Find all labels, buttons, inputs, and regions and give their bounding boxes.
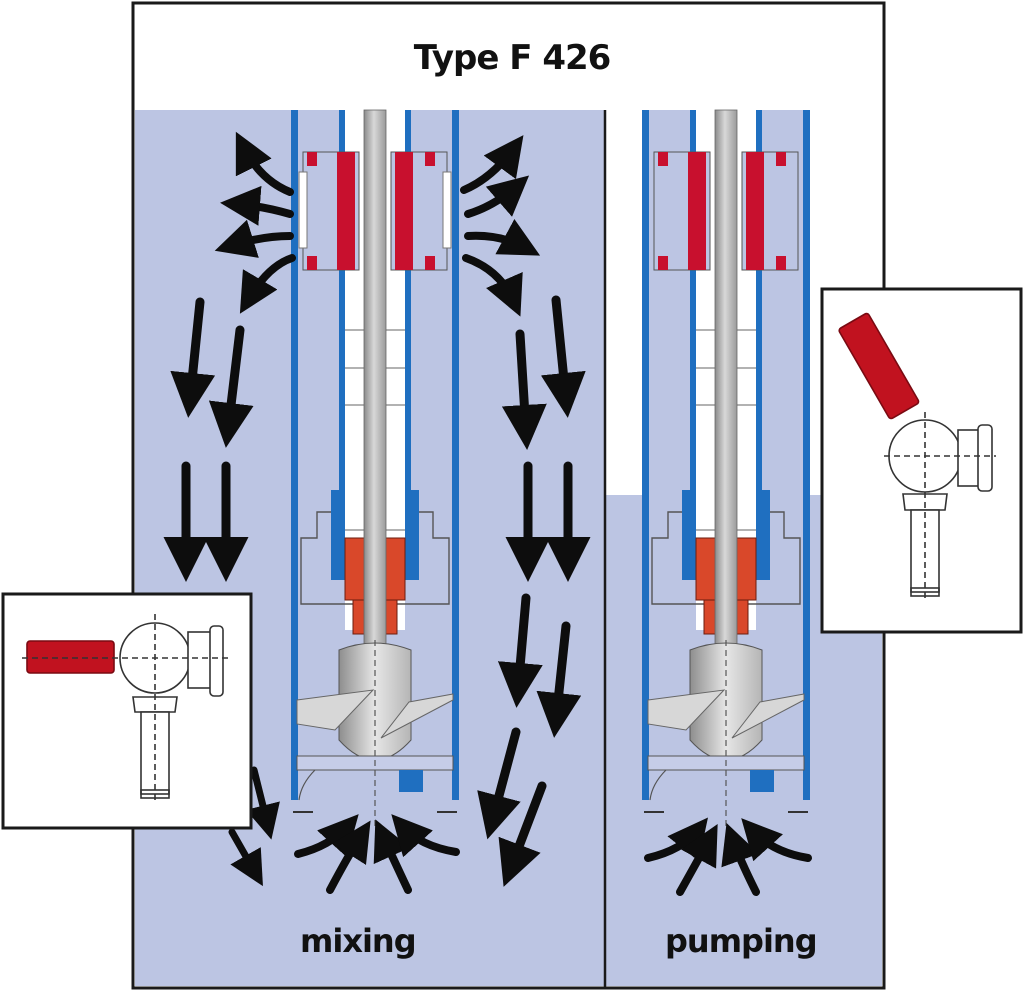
seal-cap: [776, 152, 786, 166]
flow-arrow: [462, 254, 523, 317]
valve-inset-mixing: [1, 592, 253, 830]
seal-cap: [425, 256, 435, 270]
flow-arrow: [741, 818, 812, 862]
outflow-port: [298, 171, 308, 249]
inner-tube-step: [762, 490, 770, 580]
valve-drawing: [22, 614, 230, 802]
valve-inset-pumping: [820, 287, 1023, 634]
flow-arrow: [220, 185, 294, 226]
diagram-title: Type F 426: [0, 38, 1024, 78]
flow-arrow: [477, 727, 521, 840]
panel-label-mixing: mixing: [300, 922, 417, 960]
impeller-blade: [296, 689, 375, 731]
flow-arrow: [326, 820, 371, 894]
diagram-title-text: Type F 426: [413, 38, 612, 78]
base-curve: [649, 769, 667, 801]
inner-tube-wall: [690, 110, 696, 580]
flow-arrow: [214, 219, 294, 258]
inner-tube-wall: [756, 110, 762, 580]
flow-arrow: [245, 766, 280, 840]
mixer-assembly-mixing: [291, 109, 459, 826]
flow-arrow: [391, 814, 460, 858]
drive-shaft: [714, 109, 738, 651]
seal-ring: [395, 152, 413, 270]
seal-cap: [425, 152, 435, 166]
outer-tube-wall: [642, 110, 649, 800]
mixer-assembly-pumping: [642, 109, 810, 826]
flow-arrow: [170, 297, 216, 418]
flow-arrow: [676, 823, 718, 896]
outer-tube-wall: [291, 110, 298, 800]
flow-arrow: [239, 254, 296, 314]
flow-arrow: [208, 325, 254, 448]
valve-drawing: [838, 312, 996, 600]
flow-arrow: [464, 219, 541, 256]
inner-tube-wall: [405, 110, 411, 580]
flow-arrow: [464, 175, 530, 218]
impeller-blade: [731, 693, 805, 739]
flow-arrow: [721, 822, 760, 896]
seal-cap: [658, 152, 668, 166]
flow-arrow: [497, 593, 543, 708]
seal-ring: [688, 152, 706, 270]
flow-arrow: [460, 135, 524, 194]
inner-tube-step: [682, 490, 690, 580]
flow-arrow: [373, 819, 412, 894]
base-block: [399, 770, 423, 792]
flow-arrow: [228, 828, 263, 887]
flow-arrow: [498, 781, 547, 887]
flow-arrow: [540, 295, 586, 418]
seal-cap: [307, 256, 317, 270]
inner-tube-wall: [339, 110, 345, 580]
flow-arrows-mixing: [163, 131, 591, 894]
valve-handle-horizontal: [26, 640, 115, 674]
outer-tube-wall: [452, 110, 459, 800]
drive-shaft: [363, 109, 387, 651]
impeller-blade: [647, 689, 726, 731]
inner-tube-step: [411, 490, 419, 580]
seal-cap: [776, 256, 786, 270]
base-block: [750, 770, 774, 792]
seal-ring: [746, 152, 764, 270]
base-curve: [298, 769, 316, 801]
flow-arrow: [235, 131, 294, 196]
seal-cap: [658, 256, 668, 270]
outflow-port: [442, 171, 452, 249]
seal-cap: [307, 152, 317, 166]
inner-tube-step: [331, 490, 339, 580]
flow-arrow: [536, 621, 582, 738]
impeller-blade: [380, 693, 454, 739]
flow-arrow: [501, 329, 547, 450]
seal-ring: [337, 152, 355, 270]
panel-label-pumping: pumping: [665, 922, 818, 960]
outer-tube-wall: [803, 110, 810, 800]
valve-handle-angled: [838, 312, 920, 420]
flow-arrows-pumping: [644, 817, 812, 896]
